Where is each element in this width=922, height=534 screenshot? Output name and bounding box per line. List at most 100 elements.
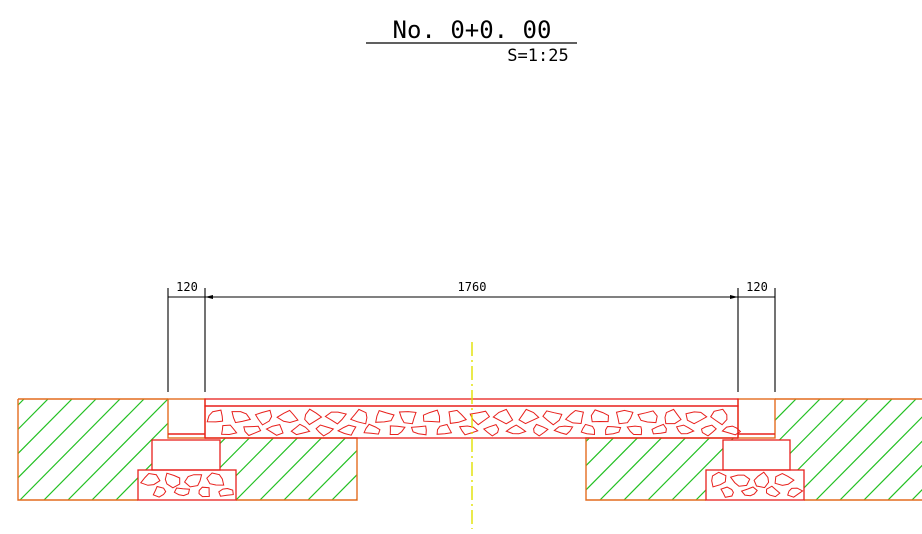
rubble-pattern bbox=[139, 408, 804, 498]
rubble-stone bbox=[664, 408, 682, 425]
hatch-line bbox=[586, 399, 653, 500]
rubble-stone bbox=[469, 410, 491, 426]
hatch-line bbox=[586, 399, 629, 500]
rubble-stone bbox=[206, 409, 224, 423]
hatch-line bbox=[235, 399, 337, 500]
rubble-stone bbox=[436, 423, 453, 435]
hatch-line bbox=[586, 399, 677, 500]
hatch-line bbox=[599, 399, 701, 500]
scale-label: S=1:25 bbox=[507, 46, 568, 66]
rubble-stone bbox=[363, 423, 381, 435]
hatch-line bbox=[187, 399, 289, 500]
hatch-line bbox=[586, 399, 605, 500]
rubble-stone bbox=[651, 423, 667, 435]
rubble-stone bbox=[590, 409, 610, 423]
soil-hatch-left bbox=[18, 399, 552, 500]
rubble-stone bbox=[710, 408, 728, 426]
rubble-stone bbox=[740, 486, 758, 497]
dim-label-left-curb: 120 bbox=[176, 280, 198, 294]
hatch-line bbox=[18, 399, 49, 500]
left-concrete-base bbox=[151, 439, 221, 471]
left-curb-stone bbox=[167, 398, 206, 439]
rubble-stone bbox=[711, 471, 727, 488]
rubble-stone bbox=[518, 408, 540, 425]
hatch-line bbox=[18, 399, 97, 500]
hatch-line bbox=[719, 399, 821, 500]
left-soil-outline bbox=[17, 398, 168, 501]
rubble-stone bbox=[637, 410, 658, 424]
rubble-stone bbox=[774, 473, 795, 486]
hatch-line bbox=[452, 399, 552, 500]
dimension-arrows bbox=[205, 295, 738, 299]
hatch-line bbox=[791, 399, 893, 500]
rubble-stone bbox=[315, 424, 335, 437]
rubble-stone bbox=[254, 409, 273, 426]
rubble-stone bbox=[492, 408, 514, 425]
rubble-stone bbox=[533, 423, 549, 437]
right-soil-outline bbox=[775, 398, 922, 501]
rubble-stone bbox=[482, 423, 500, 437]
rubble-stone bbox=[615, 409, 634, 425]
rubble-stone bbox=[580, 423, 596, 436]
hatch-line bbox=[863, 399, 922, 500]
hatch-line bbox=[815, 399, 917, 500]
rubble-stone bbox=[183, 474, 203, 488]
hatch-line bbox=[307, 399, 357, 500]
rubble-stone bbox=[410, 425, 427, 436]
hatch-line bbox=[404, 399, 504, 500]
rubble-stone bbox=[720, 486, 734, 498]
rubble-stone bbox=[336, 424, 357, 436]
rubble-stone bbox=[218, 487, 234, 497]
hatch-line bbox=[19, 399, 121, 500]
rubble-stone bbox=[448, 409, 468, 424]
dimension-lines bbox=[167, 288, 776, 392]
hatch-line bbox=[18, 399, 73, 500]
hatch-line bbox=[211, 399, 313, 500]
hatch-line bbox=[671, 399, 773, 500]
rubble-stone bbox=[700, 424, 717, 437]
title-block: No. 0+0. 00 S=1:25 bbox=[366, 16, 577, 66]
rubble-stone bbox=[553, 425, 574, 435]
right-rubble-base bbox=[705, 469, 805, 501]
hatch-line bbox=[91, 399, 193, 500]
rubble-stone bbox=[206, 472, 225, 486]
left-inner-soil-outline bbox=[205, 437, 358, 501]
rubble-stone bbox=[765, 485, 781, 498]
rubble-stone bbox=[564, 409, 585, 425]
hatch-line bbox=[480, 399, 580, 500]
right-curb-foundation bbox=[705, 439, 805, 501]
rubble-stone bbox=[324, 411, 348, 425]
hatch-line bbox=[331, 399, 357, 500]
soil-hatch-right bbox=[480, 399, 922, 500]
rubble-stone bbox=[626, 425, 643, 436]
rubble-stone bbox=[173, 487, 191, 497]
dim-label-center-span: 1760 bbox=[458, 280, 487, 294]
rubble-stone bbox=[398, 411, 417, 425]
rubble-stone bbox=[164, 472, 181, 489]
rubble-stone bbox=[389, 425, 406, 435]
dim-label-right-curb: 120 bbox=[746, 280, 768, 294]
rubble-stone bbox=[290, 423, 311, 436]
rubble-stone bbox=[729, 474, 751, 487]
rubble-stone bbox=[198, 486, 210, 498]
hatch-line bbox=[380, 399, 480, 500]
hatch-line bbox=[743, 399, 845, 500]
rubble-stone bbox=[753, 471, 770, 489]
rubble-stone bbox=[422, 409, 441, 423]
rubble-stone bbox=[304, 408, 323, 426]
hatch-line bbox=[115, 399, 217, 500]
rubble-stone bbox=[276, 409, 299, 424]
rubble-stone bbox=[375, 409, 395, 423]
rubble-stone bbox=[721, 425, 742, 436]
hatch-line bbox=[43, 399, 145, 500]
rubble-stone bbox=[349, 408, 368, 425]
hatch-line bbox=[283, 399, 357, 500]
hatch-line bbox=[428, 399, 528, 500]
right-concrete-base bbox=[722, 439, 791, 471]
rubble-stone bbox=[139, 472, 161, 486]
hatch-line bbox=[67, 399, 169, 500]
rubble-stone bbox=[231, 411, 252, 424]
hatch-line bbox=[839, 399, 922, 500]
